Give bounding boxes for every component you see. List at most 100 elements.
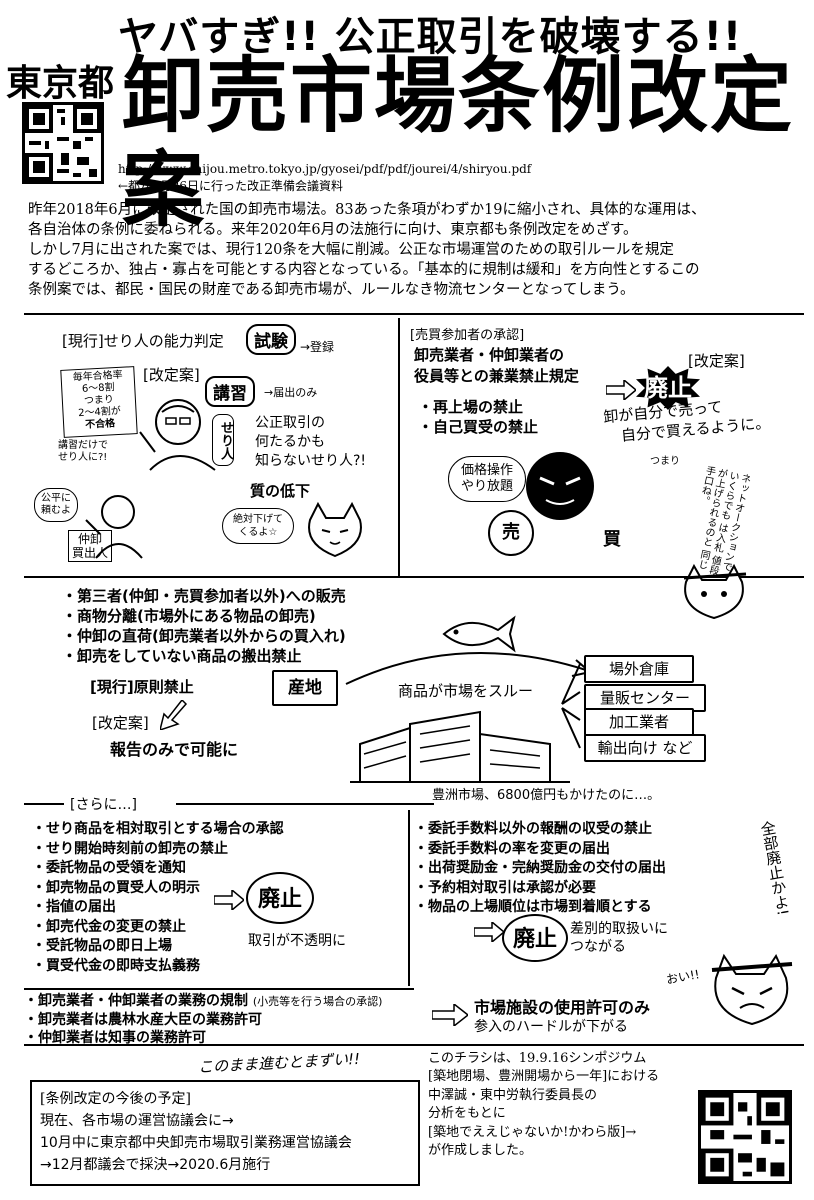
left-abolish: 廃止 xyxy=(246,872,314,924)
intro-line: 条例案では、都民・国民の財産である卸売市場が、ルールなき物流センターとなってしま… xyxy=(28,282,635,298)
schedule-box: [条例改定の今後の予定] 現在、各市場の運営協議会に→ 10月中に東京都中央卸売… xyxy=(30,1080,420,1186)
panel2-line2: 役員等との兼業禁止規定 xyxy=(414,367,579,385)
buyer-label: 仲卸 買出人 xyxy=(68,530,113,562)
left-item: ・委託物品の受領を通知 xyxy=(32,860,186,876)
dest-box-processor: 加工業者 xyxy=(584,708,694,736)
right-item: ・委託手数料以外の報酬の収受の禁止 xyxy=(414,821,652,837)
divider-v1 xyxy=(398,318,400,576)
business-item-text: ・卸売業者・仲卸業者の業務の規制 xyxy=(24,993,248,1009)
buyer-line: 仲卸 xyxy=(78,532,103,546)
schedule-line: 現在、各市場の運営協議会に→ xyxy=(40,1113,234,1129)
business-item: ・卸売業者は農林水産大臣の業務許可 xyxy=(24,1012,262,1028)
panel2-revised: [改定案] xyxy=(688,352,745,370)
panel3-through: 商品が市場をスルー xyxy=(398,682,534,700)
right-abolish: 廃止 xyxy=(502,914,568,962)
panel3-revised: [改定案] xyxy=(92,714,149,732)
business-item: ・仲卸業者は知事の業務許可 xyxy=(24,1030,206,1046)
credit-line: [築地閉場、豊洲開場から一年]における xyxy=(428,1069,660,1085)
cat-illustration-1 xyxy=(308,501,362,558)
origin-box: 産地 xyxy=(272,670,338,706)
arrow-right-icon xyxy=(214,890,244,910)
divider-h3b xyxy=(176,803,434,805)
panel1-speech: 講習だけで せり人に?! xyxy=(58,440,108,464)
divider-v2 xyxy=(408,810,410,986)
source-url[interactable]: http://www.shijou.metro.tokyo.jp/gyosei/… xyxy=(118,162,532,176)
warning-text: このまま進むとまずい!! xyxy=(197,1049,361,1077)
panel2-item1: ・再上場の禁止 xyxy=(418,398,524,416)
panel1-notify: →届出のみ xyxy=(264,386,318,399)
credit-line: が作成しました。 xyxy=(428,1143,533,1159)
panel2-line1: 卸売業者・仲卸業者の xyxy=(414,346,565,364)
right-item: ・予約相対取引は承認が必要 xyxy=(414,879,596,896)
price-line: 価格操作 xyxy=(461,463,514,478)
panel1-lecture: 講習 xyxy=(205,376,255,407)
intro-line: するどころか、独占・寡占を可能とする内容となっている。「基本的に規制は緩和」を方… xyxy=(28,262,700,278)
source-url-note: ←都が7月26日に行った改正準備会議資料 xyxy=(118,179,343,193)
intro-text: 昨年2018年6月に改定された国の卸売市場法。83あった条項がわずか19に縮小さ… xyxy=(28,200,798,300)
panel2-result: 卸が自分で売って 自分で買えるように。 xyxy=(603,393,771,447)
left-item: ・卸売物品の買受人の明示 xyxy=(32,879,200,896)
tokyo-label: 東京都 xyxy=(6,63,115,104)
right-note: 差別的取扱いに つながる xyxy=(570,920,668,956)
cat-speech-1: 絶対下げて くるよ☆ xyxy=(222,508,294,544)
intro-line: 昨年2018年6月に改定された国の卸売市場法。83あった条項がわずか19に縮小さ… xyxy=(28,202,706,218)
divider-h3 xyxy=(24,803,64,805)
qr-code-top[interactable] xyxy=(22,102,104,184)
oi-shout: おい!! xyxy=(665,967,701,987)
panel3-item: ・卸売をしていない商品の搬出禁止 xyxy=(62,647,302,665)
panel1-current: [現行]せり人の能力判定 xyxy=(62,332,224,350)
right-abolish-list: ・委託手数料以外の報酬の収受の禁止 ・委託手数料の率を変更の届出 ・出荷奨励金・… xyxy=(414,820,666,918)
divider-h2 xyxy=(24,576,804,578)
left-item: ・せり商品を相対取引とする場合の承認 xyxy=(32,821,284,837)
left-note: 取引が不透明に xyxy=(248,933,346,949)
qr-code-bottom[interactable] xyxy=(698,1090,792,1184)
panel1-revised: [改定案] xyxy=(143,366,200,384)
arrow-right-icon xyxy=(606,380,636,400)
arrow-right-icon xyxy=(432,1004,468,1026)
credit-line: このチラシは、19.9.16シンポジウム xyxy=(428,1051,647,1066)
arrow-right-icon xyxy=(474,922,504,942)
cat-speech-line: くるよ☆ xyxy=(238,527,278,538)
divider-h5 xyxy=(24,1044,804,1046)
dest-box-export: 輸出向け など xyxy=(584,734,706,762)
intro-line: しかし7月に出された案では、現行120条を大幅に削減。公正な市場運営のための取引… xyxy=(28,242,674,258)
left-item: ・買受代金の即時支払義務 xyxy=(32,957,200,974)
buyer-speech: 公平に 頼むよ xyxy=(34,488,78,522)
arrow-down-icon xyxy=(160,700,188,730)
sell-bubble: 売 xyxy=(488,510,534,556)
buy-bubble: 買 xyxy=(603,529,621,550)
question-line: 知らないせり人?! xyxy=(255,453,367,469)
right-note-line: 差別的取扱いに xyxy=(570,921,668,937)
divider-h1 xyxy=(24,313,804,315)
question-line: 何たるかも xyxy=(255,434,325,450)
buyer-speech-line: 頼むよ xyxy=(41,505,71,516)
panel3-current: [現行]原則禁止 xyxy=(90,678,194,696)
panel1-question: 公正取引の 何たるかも 知らないせり人?! xyxy=(255,414,366,471)
credit-line: [築地でええじゃないか!かわら版]→ xyxy=(428,1124,637,1140)
angry-cat-illustration xyxy=(711,953,793,1026)
speech-line: 講習だけで xyxy=(58,440,108,451)
buyer-line: 買出人 xyxy=(72,546,109,560)
schedule-line: 10月中に東京都中央卸売市場取引業務運営協議会 xyxy=(40,1135,352,1151)
business-item: ・卸売業者・仲卸業者の業務の規制 (小売等を行う場合の承認) xyxy=(24,992,382,1011)
business-list: ・卸売業者・仲卸業者の業務の規制 (小売等を行う場合の承認) ・卸売業者は農林水… xyxy=(24,992,382,1047)
dest-box-mass-retail: 量販センター xyxy=(584,684,706,712)
price-line: やり放題 xyxy=(461,479,514,494)
question-line: 公正取引の xyxy=(255,415,325,431)
divider-h4 xyxy=(24,988,414,990)
business-small: (小売等を行う場合の承認) xyxy=(252,995,383,1008)
auctioneer-label: せり人 xyxy=(212,414,234,466)
price-bubble: 価格操作 やり放題 xyxy=(448,456,527,502)
auctioneer-illustration xyxy=(139,399,216,471)
intro-line: 各自治体の条例に委ねられる。来年2020年6月の法施行に向け、東京都も条例改定を… xyxy=(28,222,638,238)
all-abolish-shout: 全部廃止かよ! xyxy=(757,819,792,918)
permit-only: 市場施設の使用許可のみ xyxy=(474,998,651,1017)
right-item: ・委託手数料の率を変更の届出 xyxy=(414,840,610,857)
credit-line: 中澤誠・東中労執行委員長の xyxy=(428,1087,598,1103)
villain-illustration xyxy=(526,452,594,520)
panel3-item: ・商物分離(市場外にある物品の卸売) xyxy=(62,607,316,625)
sarani-label: [さらに…] xyxy=(70,797,137,813)
fish-icon xyxy=(442,615,516,653)
panel1-exam: 試験 xyxy=(246,324,296,355)
toyosu-market-illustration xyxy=(350,710,570,783)
